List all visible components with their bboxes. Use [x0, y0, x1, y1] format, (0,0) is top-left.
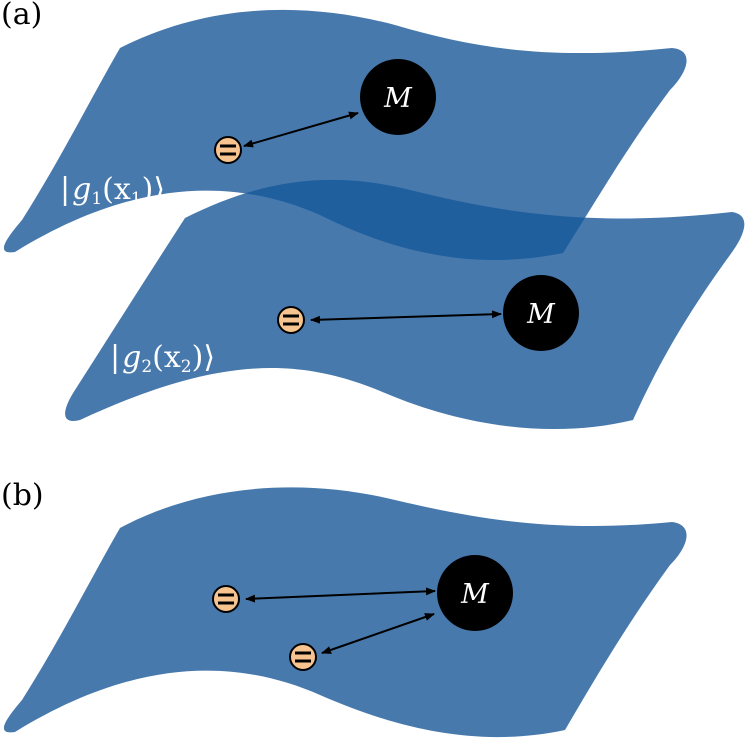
interaction-arrow — [321, 613, 435, 654]
mass-body: M — [437, 555, 513, 631]
particle — [212, 585, 240, 613]
particle-ball-icon — [289, 643, 317, 671]
particle-ball-icon — [212, 585, 240, 613]
mass-label: M — [526, 299, 556, 330]
panel-label-a: (a) — [1, 0, 42, 32]
ket-label-1: |g1(x1)⟩ — [60, 172, 165, 209]
mass-label: M — [460, 579, 490, 610]
interaction-arrow — [243, 111, 359, 148]
particle — [214, 136, 242, 164]
ket-label-2: |g2(x2)⟩ — [110, 340, 215, 377]
spacetime-sheet-2 — [65, 179, 745, 430]
interaction-arrow — [310, 310, 502, 324]
mass-label: M — [383, 83, 413, 114]
mass-body: M — [503, 275, 579, 351]
particle-ball-icon — [277, 306, 305, 334]
mass-body: M — [360, 59, 436, 135]
particle — [289, 643, 317, 671]
panel-label-b: (b) — [1, 478, 44, 513]
interaction-arrow — [245, 587, 436, 603]
particle — [277, 306, 305, 334]
particle-ball-icon — [214, 136, 242, 164]
spacetime-sheet-3 — [3, 487, 687, 738]
